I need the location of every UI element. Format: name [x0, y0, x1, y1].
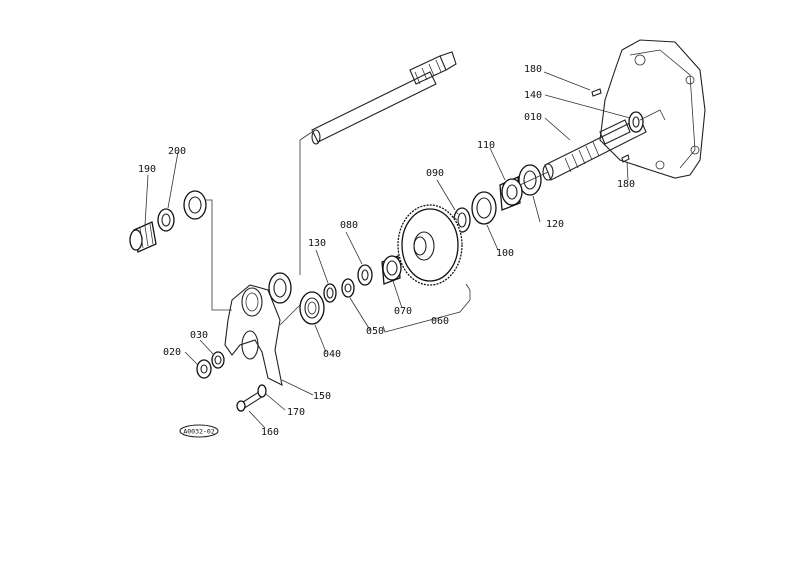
- reference-code: A0032-02: [183, 428, 214, 436]
- bearing-100: [471, 191, 497, 225]
- ring-130: [323, 283, 337, 303]
- bearing-upper-left: [183, 190, 207, 220]
- label-120: 120: [546, 219, 564, 230]
- washer-170: [257, 384, 267, 398]
- collar-070: [381, 255, 402, 285]
- upper-bearing: [268, 272, 292, 304]
- label-030: 030: [190, 330, 208, 341]
- bearing-140: [628, 111, 644, 133]
- main-shaft-010: [542, 117, 647, 181]
- label-100: 100: [496, 248, 514, 259]
- label-040: 040: [323, 349, 341, 360]
- label-080: 080: [340, 220, 358, 231]
- label-050: 050: [366, 326, 384, 337]
- label-160: 160: [261, 427, 279, 438]
- washer-050: [341, 278, 355, 298]
- part-number-labels: 180 140 010 180 110 120 100 090 080 130 …: [138, 64, 635, 438]
- label-070: 070: [394, 306, 412, 317]
- label-010: 010: [524, 112, 542, 123]
- label-180-lower: 180: [617, 179, 635, 190]
- label-190: 190: [138, 164, 156, 175]
- washer-030: [211, 351, 225, 369]
- pin-180-upper: [591, 88, 602, 97]
- nut-020: [196, 359, 212, 379]
- callout-leaders: [144, 71, 631, 429]
- gear-060: [397, 204, 463, 286]
- gear-housing: [599, 39, 706, 179]
- label-020: 020: [163, 347, 181, 358]
- needle-bearing-190: [129, 221, 157, 253]
- label-150: 150: [313, 391, 331, 402]
- label-200: 200: [168, 146, 186, 157]
- reference-code-badge: A0032-02: [179, 424, 219, 438]
- label-060: 060: [431, 316, 449, 327]
- bracket-150: [224, 284, 283, 386]
- label-090: 090: [426, 168, 444, 179]
- assembly-lines: [205, 109, 666, 333]
- collar-110: [499, 176, 523, 211]
- bearing-040: [299, 291, 325, 325]
- label-180-upper: 180: [524, 64, 542, 75]
- pin-180-lower: [621, 154, 630, 163]
- washer-080: [357, 264, 373, 286]
- label-140: 140: [524, 90, 542, 101]
- label-130: 130: [308, 238, 326, 249]
- label-110: 110: [477, 140, 495, 151]
- drive-shaft: [311, 51, 457, 145]
- label-170: 170: [287, 407, 305, 418]
- collar-200: [157, 208, 175, 232]
